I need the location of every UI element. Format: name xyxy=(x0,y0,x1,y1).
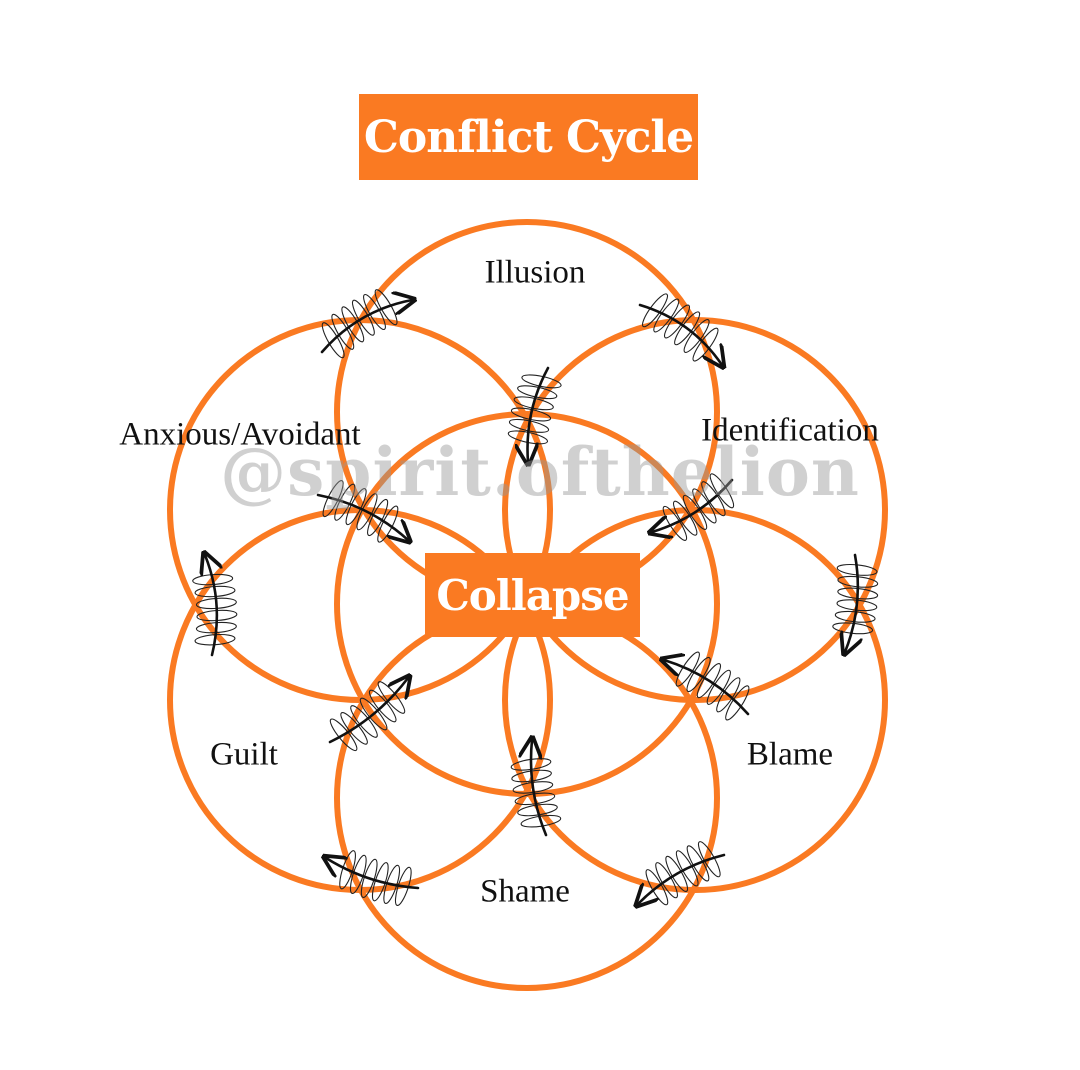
cycle-circle-identification xyxy=(502,317,888,703)
cycle-arrow-6 xyxy=(845,553,858,652)
cycle-arrow-12 xyxy=(638,853,726,904)
cycle-arrow-11 xyxy=(326,858,420,890)
cycle-arrow-9 xyxy=(664,660,750,716)
cycle-arrow-10 xyxy=(531,740,548,837)
center-label: Collapse xyxy=(436,570,629,620)
node-label-shame: Shame xyxy=(480,873,570,910)
node-label-blame: Blame xyxy=(746,736,834,773)
cycle-circle-shame xyxy=(334,605,720,991)
cycle-arrow-4 xyxy=(316,493,408,540)
cycle-arrow-7 xyxy=(205,555,217,657)
center-background xyxy=(425,553,640,637)
title-background xyxy=(359,94,698,180)
node-label-anxious-avoidant: Anxious/Avoidant xyxy=(119,416,361,453)
cycle-arrows xyxy=(192,289,879,907)
cycle-arrow-1 xyxy=(320,300,412,354)
cycle-circle-center xyxy=(334,411,720,797)
cycle-arrow-5 xyxy=(652,478,734,532)
node-label-guilt: Guilt xyxy=(210,736,278,773)
diagram-title: Conflict Cycle xyxy=(363,111,694,163)
node-label-illusion: Illusion xyxy=(484,254,586,291)
cycle-arrow-2 xyxy=(638,303,722,365)
cycle-arrow-3 xyxy=(528,366,550,462)
node-label-identification: Identification xyxy=(701,412,879,449)
cycle-arrow-8 xyxy=(328,678,408,744)
